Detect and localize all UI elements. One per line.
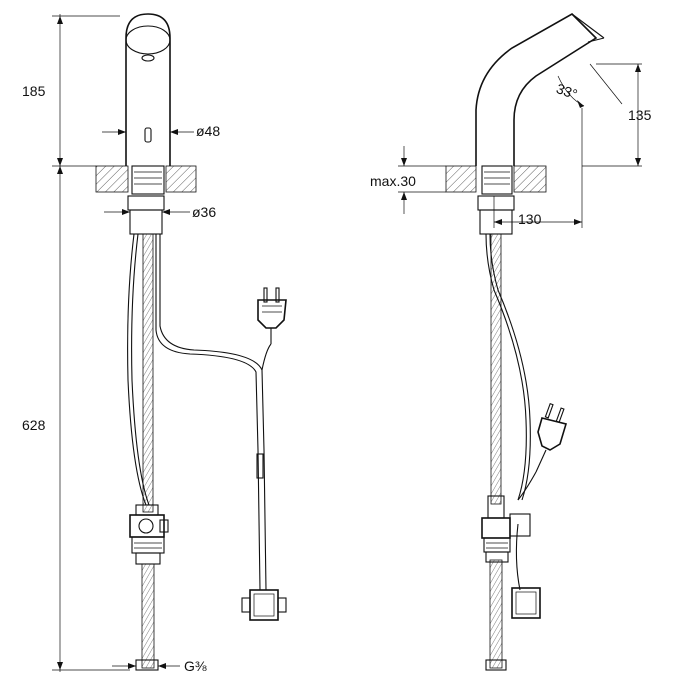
control-box-side (511, 587, 541, 619)
faucet-body-side (475, 13, 605, 235)
spout-height-label: 185 (22, 83, 46, 99)
solenoid-valve-front (129, 504, 169, 565)
countertop-front (95, 165, 197, 193)
spout-reach-dimension (493, 108, 583, 228)
outlet-height-label: 135 (628, 107, 652, 123)
outlet-height-dimension (635, 64, 641, 166)
spout-reach-label: 130 (518, 211, 542, 227)
deck-thickness-label: max.30 (370, 173, 416, 189)
thread-dimension (112, 663, 180, 669)
supply-hose-side (485, 233, 507, 671)
spout-angle-label: 33° (554, 80, 579, 102)
total-height-dimension-line (52, 14, 130, 672)
solenoid-valve-side (481, 495, 531, 563)
spout-angle-dimension (557, 63, 642, 167)
body-diameter-label: ø48 (196, 123, 220, 139)
sensor-cable-front (127, 233, 267, 591)
shank-diameter-dimension (104, 209, 190, 215)
power-plug-front (257, 287, 287, 371)
countertop-side (445, 165, 547, 193)
total-height-label: 628 (22, 417, 46, 433)
shank-diameter-label: ø36 (192, 204, 216, 220)
sensor-cable-side (485, 233, 531, 591)
faucet-body-front (125, 13, 171, 235)
side-view: max.30 33° 135 (370, 13, 652, 671)
supply-hose-front (135, 233, 159, 671)
front-view: 185 628 ø48 (22, 13, 287, 674)
power-plug-side (517, 402, 568, 501)
deck-thickness-dimension (398, 146, 446, 214)
body-diameter-dimension (102, 129, 194, 135)
thread-label: G⅜ (184, 658, 207, 674)
control-box-front (241, 589, 287, 621)
